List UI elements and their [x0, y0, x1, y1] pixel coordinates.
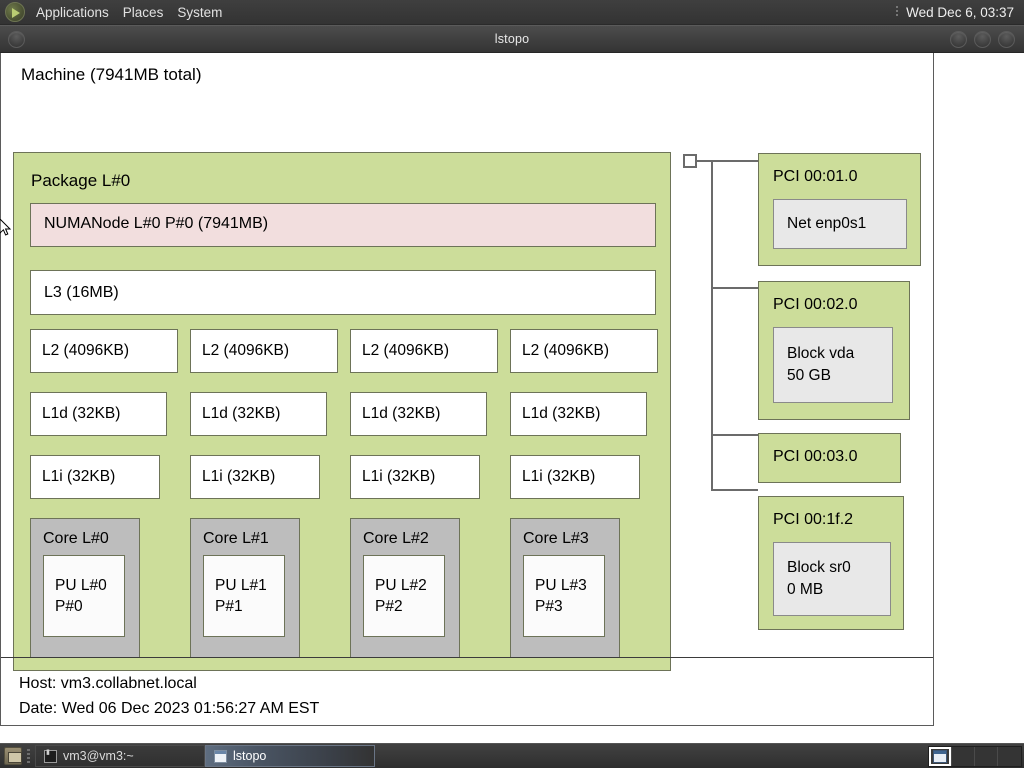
clock-area: Wed Dec 6, 03:37	[896, 5, 1024, 20]
pci-label-1: PCI 00:02.0	[773, 296, 858, 313]
host-bridge-icon[interactable]	[683, 154, 697, 168]
top-panel: Applications Places System Wed Dec 6, 03…	[0, 0, 1024, 25]
window-controls	[950, 30, 1024, 48]
taskbar-item-lstopo-label: lstopo	[233, 749, 267, 763]
host-date-label: Host: vm3.collabnet.local Date: Wed 06 D…	[19, 675, 320, 717]
pci-label-2: PCI 00:03.0	[773, 448, 858, 465]
machine-label: Machine (7941MB total)	[21, 65, 202, 84]
pci-device-0[interactable]: Net enp0s1	[773, 199, 907, 249]
l1d-cache-box-0[interactable]: L1d (32KB)	[30, 392, 167, 436]
core-box-1[interactable]: Core L#1 PU L#1 P#1	[190, 518, 300, 658]
workspace-1[interactable]	[929, 746, 952, 766]
panel-grip-icon	[896, 6, 899, 18]
maximize-icon[interactable]	[974, 30, 991, 48]
l2-cache-box-1[interactable]: L2 (4096KB)	[190, 329, 338, 373]
l1d-cache-box-1[interactable]: L1d (32KB)	[190, 392, 327, 436]
workspace-3[interactable]	[975, 746, 998, 766]
l3-cache-label: L3 (16MB)	[44, 284, 119, 301]
menu-applications[interactable]: Applications	[36, 4, 109, 20]
l1d-cache-box-2[interactable]: L1d (32KB)	[350, 392, 487, 436]
pu-box-1[interactable]: PU L#1 P#1	[203, 555, 285, 637]
l1i-cache-box-1[interactable]: L1i (32KB)	[190, 455, 320, 499]
pci-box-3[interactable]: PCI 00:1f.2 Block sr0 0 MB	[758, 496, 904, 630]
minimize-icon[interactable]	[950, 30, 967, 48]
footer-separator	[1, 657, 933, 658]
pci-device-3[interactable]: Block sr0 0 MB	[773, 542, 891, 616]
core-label-2: Core L#2	[363, 530, 429, 547]
l1i-cache-box-0[interactable]: L1i (32KB)	[30, 455, 160, 499]
l1i-cache-box-2[interactable]: L1i (32KB)	[350, 455, 480, 499]
terminal-icon	[44, 748, 57, 763]
core-label-3: Core L#3	[523, 530, 589, 547]
clock-label[interactable]: Wed Dec 6, 03:37	[906, 4, 1014, 20]
taskbar-item-terminal-label: vm3@vm3:~	[63, 749, 134, 763]
pci-box-1[interactable]: PCI 00:02.0 Block vda 50 GB	[758, 281, 910, 420]
numanode-label: NUMANode L#0 P#0 (7941MB)	[44, 215, 269, 232]
pci-label-3: PCI 00:1f.2	[773, 511, 854, 528]
tree-line-branch-0	[711, 160, 758, 162]
tree-line-branch-3	[711, 489, 758, 491]
taskbar-grip-icon	[27, 749, 30, 763]
core-box-0[interactable]: Core L#0 PU L#0 P#0	[30, 518, 140, 658]
pu-box-3[interactable]: PU L#3 P#3	[523, 555, 605, 637]
gnome-foot-icon[interactable]	[5, 2, 25, 22]
tree-line-trunk	[711, 160, 713, 490]
window-title: lstopo	[494, 32, 530, 46]
pci-label-0: PCI 00:01.0	[773, 168, 858, 185]
core-label-0: Core L#0	[43, 530, 109, 547]
numanode-box[interactable]: NUMANode L#0 P#0 (7941MB)	[30, 203, 656, 247]
pu-box-2[interactable]: PU L#2 P#2	[363, 555, 445, 637]
menu-places[interactable]: Places	[122, 4, 164, 20]
taskbar-item-lstopo[interactable]: lstopo	[205, 745, 375, 767]
package-label: Package L#0	[31, 171, 131, 190]
pu-box-0[interactable]: PU L#0 P#0	[43, 555, 125, 637]
tree-line-branch-1	[711, 287, 758, 289]
window-icon	[214, 749, 227, 763]
pci-box-0[interactable]: PCI 00:01.0 Net enp0s1	[758, 153, 921, 266]
l2-cache-box-2[interactable]: L2 (4096KB)	[350, 329, 498, 373]
taskbar-item-terminal[interactable]: vm3@vm3:~	[35, 745, 205, 767]
window-titlebar[interactable]: lstopo	[0, 25, 1024, 53]
window-menu-icon[interactable]	[8, 30, 25, 48]
workspace-4[interactable]	[998, 746, 1021, 766]
workspace-switcher[interactable]	[928, 745, 1022, 767]
lstopo-window: lstopo Machine (7941MB total) Package L#…	[0, 25, 1024, 726]
package-box[interactable]: Package L#0 NUMANode L#0 P#0 (7941MB) L3…	[13, 152, 671, 671]
workspace-2[interactable]	[952, 746, 975, 766]
core-box-3[interactable]: Core L#3 PU L#3 P#3	[510, 518, 620, 658]
l3-cache-box[interactable]: L3 (16MB)	[30, 270, 656, 315]
tree-line-bridge-stub	[697, 160, 713, 162]
show-desktop-icon[interactable]	[4, 747, 22, 765]
l1d-cache-box-3[interactable]: L1d (32KB)	[510, 392, 647, 436]
menu-system[interactable]: System	[177, 4, 223, 20]
pci-device-1[interactable]: Block vda 50 GB	[773, 327, 893, 403]
workspace-window-thumbnail	[933, 749, 947, 763]
close-icon[interactable]	[998, 30, 1015, 48]
lstopo-canvas: Machine (7941MB total) Package L#0 NUMAN…	[0, 53, 934, 726]
l2-cache-box-3[interactable]: L2 (4096KB)	[510, 329, 658, 373]
tree-line-branch-2	[711, 434, 758, 436]
pci-box-2[interactable]: PCI 00:03.0	[758, 433, 901, 483]
taskbar: vm3@vm3:~ lstopo	[0, 743, 1024, 768]
core-label-1: Core L#1	[203, 530, 269, 547]
l1i-cache-box-3[interactable]: L1i (32KB)	[510, 455, 640, 499]
core-box-2[interactable]: Core L#2 PU L#2 P#2	[350, 518, 460, 658]
l2-cache-box-0[interactable]: L2 (4096KB)	[30, 329, 178, 373]
